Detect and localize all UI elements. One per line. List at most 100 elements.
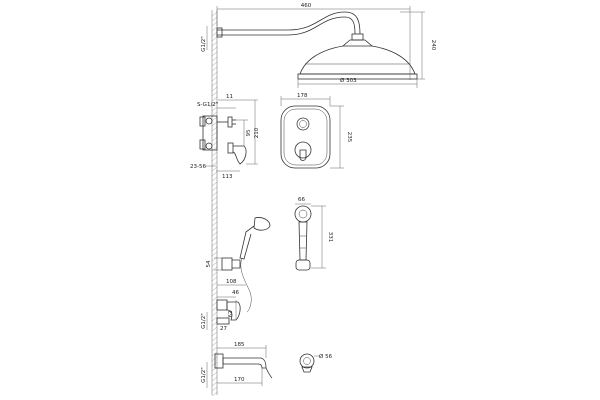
wall-hatch-line — [211, 386, 218, 392]
wall-hatch-line — [211, 106, 218, 112]
dim-shower-height: 240 — [430, 40, 436, 51]
wall-hatch-line — [211, 136, 218, 142]
dim-plate-height: 235 — [346, 132, 352, 143]
wall-hatch-line — [211, 306, 218, 312]
dim-mixer-body: 113 — [222, 174, 233, 180]
wall-hatch-line — [211, 51, 218, 57]
wall-hatch-line — [211, 101, 218, 107]
dim-bracket-diameter: Ø 56 — [319, 353, 333, 360]
wall-hatch-line — [211, 356, 218, 362]
wall-hatch-line — [211, 231, 218, 237]
wall-section — [211, 10, 218, 397]
wall-hatch-line — [211, 381, 218, 387]
wall-hatch-line — [211, 351, 218, 357]
wall-hatch-line — [211, 66, 218, 72]
wall-hatch-line — [211, 166, 218, 172]
wall-hatch-line — [211, 296, 218, 302]
shower-dimensions: 460 240 Ø 303 G1/2" — [201, 3, 436, 88]
wall-hatch-line — [211, 176, 218, 182]
wall-hatch-line — [211, 206, 218, 212]
wall-hatch-line — [211, 236, 218, 242]
handshower-side — [221, 217, 271, 313]
mixer-front-dimensions: 178 235 — [280, 93, 352, 169]
mixer-side-view — [199, 115, 247, 165]
mixer-side-dimensions: 11 S-G1/2" 95 210 23-56 113 — [190, 94, 260, 180]
wall-hatch-line — [211, 11, 218, 17]
bath-spout-dimensions: 185 170 G1/2" — [201, 342, 267, 388]
wall-hatch-line — [211, 361, 218, 367]
wall-hatch-line — [211, 216, 218, 222]
wall-hatch-line — [211, 196, 218, 202]
dim-handshower-length: 331 — [327, 232, 333, 243]
wall-hatch-line — [211, 36, 218, 42]
dim-mixer-210: 210 — [254, 127, 260, 138]
wall-hatch-line — [211, 271, 218, 277]
dim-mixer-95: 95 — [246, 129, 252, 136]
dim-mixer-thread: S-G1/2" — [197, 102, 218, 108]
wall-hatch-line — [211, 21, 218, 27]
wall-hatch-line — [211, 26, 218, 32]
wall-hatch-line — [211, 326, 218, 332]
wall-hatch-line — [211, 256, 218, 262]
wall-bracket: Ø 56 — [299, 353, 333, 373]
spout-dimensions: 46 62 G1/2" 27 — [201, 290, 239, 332]
wall-hatch-line — [211, 71, 218, 77]
wall-hatch-line — [211, 311, 218, 317]
dim-mixer-install: 23-56 — [190, 164, 206, 170]
wall-hatch-line — [211, 221, 218, 227]
mixer-front-plate — [280, 105, 331, 169]
wall-hatch-line — [211, 86, 218, 92]
wall-hatch-line — [211, 301, 218, 307]
wall-hatch-line — [211, 376, 218, 382]
wall-hatch-line — [211, 81, 218, 87]
dim-bath-spout-length: 185 — [234, 342, 245, 348]
dim-arm-length: 460 — [301, 3, 312, 9]
dim-mixer-11: 11 — [226, 94, 233, 100]
wall-hatch-line — [211, 41, 218, 47]
diverter-spout — [216, 299, 241, 325]
wall-hatch-line — [211, 116, 218, 122]
wall-hatch-line — [211, 186, 218, 192]
dim-hose-projection: 108 — [226, 279, 237, 285]
shower-head — [297, 33, 418, 80]
wall-hatch-line — [211, 261, 218, 267]
wall-hatch-line — [211, 331, 218, 337]
handshower-front — [294, 205, 312, 271]
dim-spout-27: 27 — [220, 326, 227, 332]
wall-hatch-line — [211, 371, 218, 377]
dim-bath-spout-thread: G1/2" — [201, 367, 207, 383]
wall-hatch-line — [211, 201, 218, 207]
wall-hatch-line — [211, 131, 218, 137]
hose-outlet-dimensions: 54 108 — [206, 257, 246, 286]
dim-plate-width: 178 — [297, 93, 308, 99]
wall-hatch-line — [211, 181, 218, 187]
wall-hatch-line — [211, 151, 218, 157]
dim-head-diameter: Ø 303 — [340, 77, 357, 84]
wall-hatch-line — [211, 226, 218, 232]
dim-spout-height: 46 — [232, 290, 239, 296]
dim-handshower-width: 66 — [298, 197, 305, 203]
wall-hatch-line — [211, 161, 218, 167]
wall-hatch-line — [211, 321, 218, 327]
dim-spout-thread: G1/2" — [201, 313, 207, 329]
wall-hatch-line — [211, 251, 218, 257]
wall-hatch-line — [211, 391, 218, 397]
dim-hose-outlet: 54 — [206, 260, 212, 267]
handshower-dimensions: 66 331 — [295, 197, 333, 269]
wall-hatch-line — [211, 91, 218, 97]
wall-hatch-line — [211, 56, 218, 62]
wall-hatch-line — [211, 341, 218, 347]
wall-hatch-line — [211, 291, 218, 297]
wall-hatch-line — [211, 46, 218, 52]
wall-hatch-line — [211, 281, 218, 287]
dim-spout-reach: 62 — [228, 311, 234, 318]
wall-hatch-line — [211, 346, 218, 352]
wall-hatch-line — [211, 191, 218, 197]
wall-hatch-line — [211, 241, 218, 247]
wall-hatch-line — [211, 76, 218, 82]
wall-hatch-line — [211, 246, 218, 252]
wall-hatch-line — [211, 61, 218, 67]
dim-bath-spout-reach: 170 — [234, 377, 245, 383]
wall-hatch-line — [211, 141, 218, 147]
